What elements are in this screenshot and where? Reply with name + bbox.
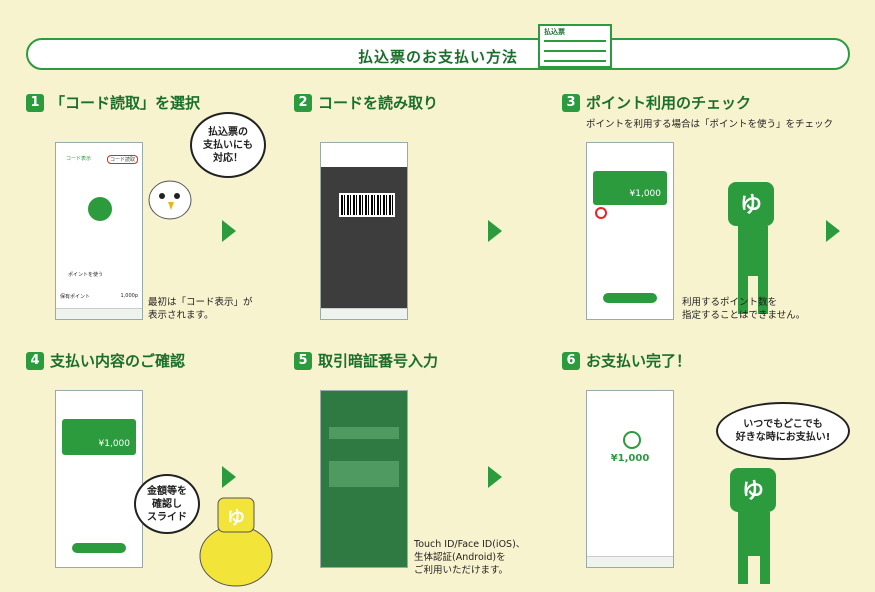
next-arrow-icon	[488, 466, 502, 488]
amount-value: ¥1,000	[98, 439, 131, 449]
step-4-bubble: 金額等を確認しスライド	[134, 474, 200, 534]
bird-mascot-icon	[148, 180, 192, 220]
step-5-phone	[320, 390, 408, 568]
step-3-heading: 3 ポイント利用のチェック	[562, 92, 751, 113]
paid-amount: ¥1,000	[610, 453, 650, 464]
amount-card: ¥1,000	[593, 171, 667, 205]
step-5-desc: Touch ID/Face ID(iOS)、生体認証(Android)をご利用い…	[414, 539, 526, 576]
step-6-phone: ¥1,000	[586, 390, 674, 568]
use-points-checkbox[interactable]	[595, 207, 607, 219]
yu-mascot-icon: ゆ	[720, 160, 790, 320]
svg-text:ゆ: ゆ	[742, 479, 764, 504]
yu-mascot-icon: ゆ	[720, 460, 790, 588]
page-header: 払込票のお支払い方法	[26, 38, 850, 70]
svg-text:ゆ: ゆ	[227, 508, 245, 529]
payment-summary	[329, 461, 399, 487]
check-icon	[623, 431, 641, 449]
step-1-desc: 最初は「コード表示」が表示されます。	[148, 297, 253, 321]
tab-bar	[56, 308, 142, 319]
step-4-heading: 4 支払い内容のご確認	[26, 350, 185, 371]
tab-bar	[321, 308, 407, 319]
code-icon	[88, 197, 112, 221]
step-5-number: 5	[294, 351, 312, 370]
next-arrow-icon	[488, 220, 502, 242]
next-arrow-icon	[222, 220, 236, 242]
step-3-desc: 利用するポイント数を指定することはできません。	[682, 297, 806, 321]
step-1-bubble: 払込票の支払いにも対応！	[190, 112, 266, 178]
svg-text:ゆ: ゆ	[740, 193, 762, 218]
step-3-number: 3	[562, 93, 580, 112]
step-5-title: 取引暗証番号入力	[318, 352, 439, 370]
barcode-image	[339, 193, 395, 217]
step-1-number: 1	[26, 93, 44, 112]
page-title: 払込票のお支払い方法	[357, 48, 518, 66]
slide-to-pay-button[interactable]	[72, 543, 126, 553]
step-2-heading: 2 コードを読み取り	[294, 92, 438, 113]
step-4-number: 4	[26, 351, 44, 370]
amount-card: ¥1,000	[62, 419, 136, 455]
step-3-sub: ポイントを利用する場合は「ポイントを使う」をチェック	[586, 119, 834, 130]
step-6-heading: 6 お支払い完了！	[562, 350, 691, 371]
tab-bar	[587, 556, 673, 567]
payment-slip-icon: 払込票	[538, 24, 612, 68]
yellow-mascot-icon: ゆ	[199, 497, 273, 587]
pin-input[interactable]	[329, 427, 399, 439]
step-6-bubble: いつでもどこでも好きな時にお支払い!	[716, 402, 850, 460]
use-points-toggle[interactable]: ポイントを使う	[68, 272, 104, 278]
step-1-title: 「コード読取」を選択	[50, 94, 201, 112]
step-3-phone: ¥1,000	[586, 142, 674, 320]
points-value: 1,000p	[120, 293, 139, 299]
step-4-title: 支払い内容のご確認	[50, 352, 186, 370]
step-6-title: お支払い完了！	[586, 352, 692, 370]
step-5-heading: 5 取引暗証番号入力	[294, 350, 438, 371]
step-6-number: 6	[562, 351, 580, 370]
step-4-phone: ¥1,000	[55, 390, 143, 568]
step-2-title: コードを読み取り	[318, 94, 439, 112]
points-label: 保有ポイント	[60, 294, 91, 300]
tab-code-display[interactable]: コード表示	[66, 156, 92, 162]
amount-value: ¥1,000	[629, 189, 662, 199]
step-2-phone	[320, 142, 408, 320]
step-1-phone: コード表示 コード読取 ポイントを使う 保有ポイント 1,000p	[55, 142, 143, 320]
next-arrow-icon	[222, 466, 236, 488]
step-1-heading: 1 「コード読取」を選択	[26, 92, 200, 113]
next-arrow-icon	[826, 220, 840, 242]
tab-code-read[interactable]: コード読取	[106, 155, 138, 164]
step-2-number: 2	[294, 93, 312, 112]
slide-to-pay-button[interactable]	[603, 293, 657, 303]
payment-slip-label: 払込票	[544, 28, 565, 36]
step-3-title: ポイント利用のチェック	[586, 94, 752, 112]
